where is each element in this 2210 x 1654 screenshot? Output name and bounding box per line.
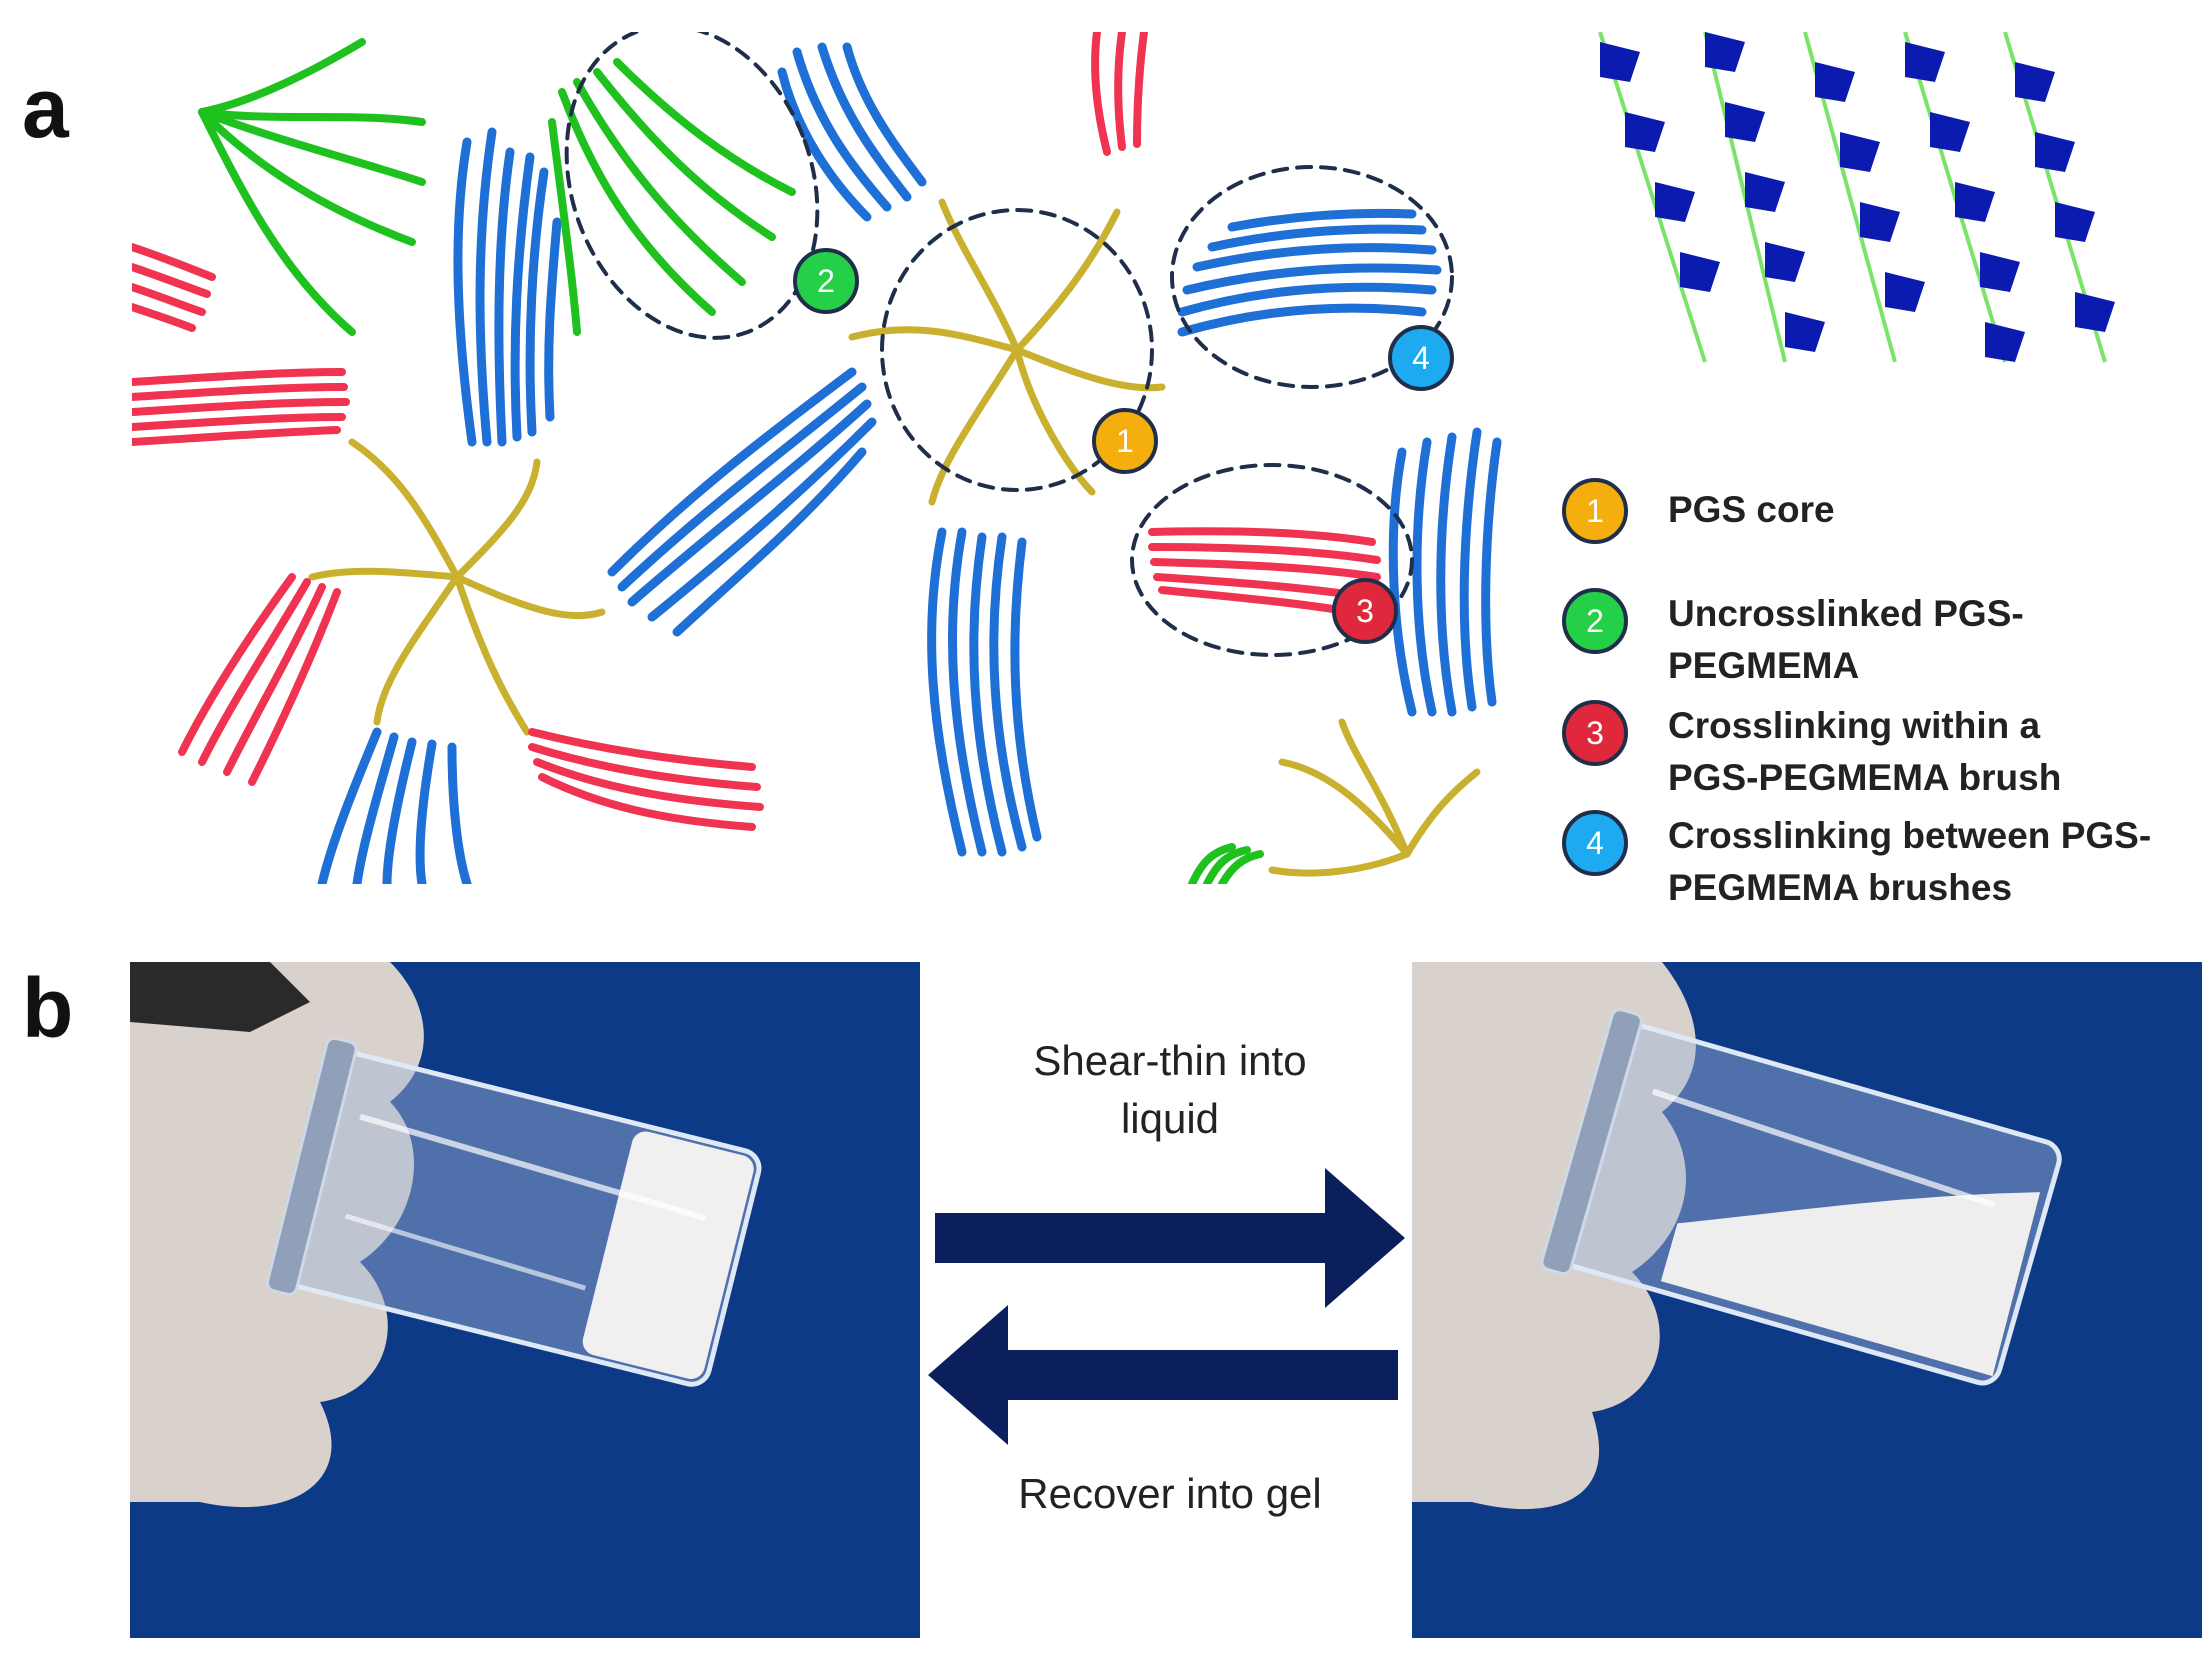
- red-brush-3: [178, 573, 341, 786]
- red-brush-1: [132, 368, 350, 446]
- arrow-forward: [935, 1168, 1405, 1308]
- legend-item-between-brushes: 4 Crosslinking between PGS-PEGMEMA brush…: [1562, 810, 2168, 914]
- legend-badge-3: 3: [1562, 700, 1628, 766]
- diagram-badge-1: 1: [1092, 408, 1158, 474]
- pgs-core-left: [308, 438, 606, 736]
- blue-brush-6: [1388, 427, 1502, 717]
- legend-item-within-brush: 3 Crosslinking within a PGS-PEGMEMA brus…: [1562, 700, 2118, 804]
- legend-text-2: Uncrosslinked PGS-PEGMEMA: [1668, 593, 2024, 686]
- forward-transition-label: Shear-thin into liquid: [1033, 1037, 1307, 1142]
- panel-label-a: a: [22, 61, 69, 155]
- brush-molecular-model-inset: [1585, 32, 2117, 367]
- green-brush-1: [198, 38, 426, 336]
- blue-brush-1: [453, 127, 562, 447]
- diagram-badge-3: 3: [1332, 578, 1398, 644]
- legend-text-4: Crosslinking between PGS-PEGMEMA brushes: [1668, 815, 2152, 908]
- red-brush-5: [1091, 32, 1148, 156]
- green-brush-3: [1188, 843, 1264, 884]
- photo-gel-vial: [130, 962, 920, 1638]
- arrow-reverse: [928, 1305, 1398, 1445]
- red-brush-2: [132, 243, 216, 332]
- diagram-badge-4: 4: [1388, 325, 1454, 391]
- red-brush-4: [528, 728, 764, 831]
- blue-brush-7: [317, 727, 472, 884]
- legend-item-uncrosslinked: 2 Uncrosslinked PGS-PEGMEMA: [1562, 588, 2048, 692]
- dashed-highlights: [564, 32, 1454, 657]
- diagram-badge-2: 2: [793, 248, 859, 314]
- green-brush-2: [548, 58, 796, 336]
- legend-badge-2: 2: [1562, 588, 1628, 654]
- pgs-core-bottom-right: [1268, 718, 1481, 877]
- gel-vial-illustration: [130, 962, 920, 1638]
- photo-liquid-vial: [1412, 962, 2202, 1638]
- legend-text-1: PGS core: [1668, 489, 1835, 530]
- reverse-transition-label: Recover into gel: [1018, 1470, 1322, 1517]
- legend-badge-1: 1: [1562, 478, 1628, 544]
- blue-brush-4: [927, 527, 1042, 857]
- blue-brush-2: [607, 367, 877, 637]
- legend-text-3: Crosslinking within a PGS-PEGMEMA brush: [1668, 705, 2062, 798]
- panel-label-b: b: [22, 961, 74, 1055]
- liquid-vial-illustration: [1412, 962, 2202, 1638]
- brush-network-schematic: [132, 32, 1512, 884]
- blue-brush-3: [777, 42, 927, 222]
- blue-brush-5: [1177, 208, 1442, 337]
- red-brush-6: [1148, 527, 1381, 616]
- legend-item-pgs-core: 1 PGS core: [1562, 478, 2188, 544]
- legend-badge-4: 4: [1562, 810, 1628, 876]
- pgs-core-center: [848, 198, 1166, 506]
